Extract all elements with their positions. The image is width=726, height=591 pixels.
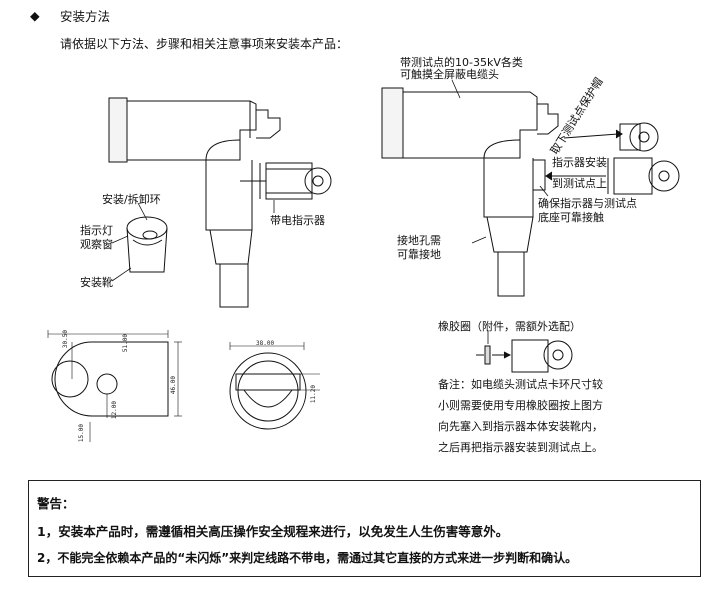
section-title: 安装方法 [60, 9, 111, 24]
label-install-boot: 安装靴 [80, 276, 113, 289]
label-ground-line1: 接地孔需 [397, 234, 441, 247]
top-dimension-view [229, 342, 320, 430]
label-live-indicator: 带电指示器 [270, 214, 325, 227]
warning-item-1: 1，安装本产品时，需遵循相关高压操作安全规程来进行，以免发生人生伤害等意外。 [37, 524, 509, 539]
dimension-30-50: 30.50 [62, 330, 69, 349]
rubber-ring-label: 橡胶圈（附件，需额外选配） [438, 320, 581, 333]
label-indicator-light: 指示灯 [80, 224, 113, 237]
label-ensure-line1: 确保指示器与测试点 [538, 197, 637, 210]
note-line2: 小则需要使用专用橡胶圈按上图方 [438, 399, 603, 412]
label-observation-window: 观察窗 [80, 238, 113, 251]
label-cable-head-line2: 可触摸全屏蔽电缆头 [400, 68, 499, 81]
dimension-12-00: 12.00 [111, 401, 118, 420]
label-install-ring: 安装/拆卸环 [102, 193, 161, 206]
dimension-11-20: 11.20 [310, 385, 317, 404]
note-line1: 备注：如电缆头测试点卡环尺寸较 [438, 378, 603, 391]
left-elbow-drawing [108, 97, 332, 308]
rubber-ring-drawing [476, 330, 573, 373]
dimension-38-00: 38.00 [256, 340, 275, 347]
label-mount-line1: 指示器安装 [552, 156, 607, 169]
dimension-51-00: 51.00 [122, 334, 129, 353]
front-dimension-view [47, 330, 182, 442]
dimension-46-00: 46.00 [170, 376, 177, 395]
label-ensure-line2: 底座可靠接触 [538, 211, 604, 224]
dimension-15-00: 15.00 [78, 424, 85, 443]
label-mount-line2: 到测试点上 [552, 177, 607, 190]
right-elbow-drawing [381, 79, 680, 297]
warning-box: 警告： 1，安装本产品时，需遵循相关高压操作安全规程来进行，以免发生人生伤害等意… [28, 480, 701, 577]
note-line3: 向先塞入到指示器本体安装靴内， [438, 420, 603, 433]
intro-text: 请依据以下方法、步骤和相关注意事项来安装本产品： [60, 37, 349, 51]
warning-title: 警告： [37, 496, 75, 511]
label-cable-head-line1: 带测试点的10-35kV各类 [400, 56, 523, 69]
label-ground-line2: 可靠接地 [397, 248, 441, 261]
warning-item-2: 2，不能完全依赖本产品的“未闪烁”来判定线路不带电，需通过其它直接的方式来进一步… [37, 551, 578, 565]
note-line4: 之后再把指示器安装到测试点上。 [438, 441, 603, 454]
section-bullet: ◆ [30, 8, 40, 23]
